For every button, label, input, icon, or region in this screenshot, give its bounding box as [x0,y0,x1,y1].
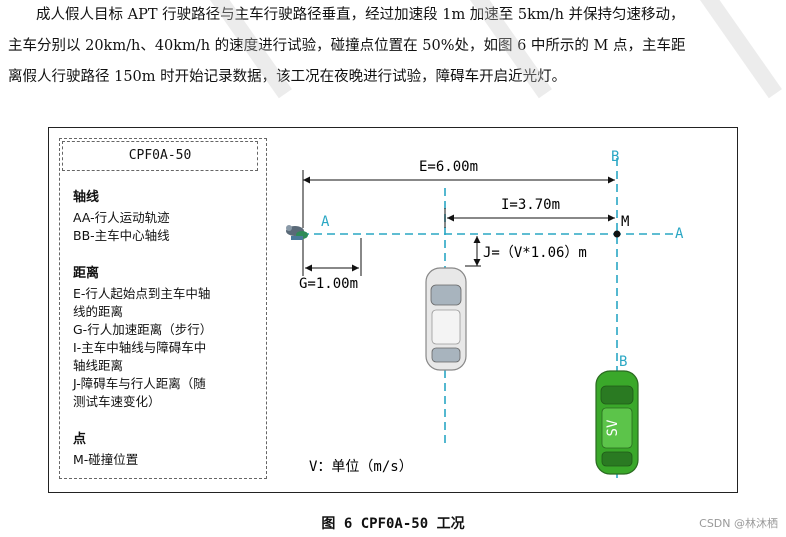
figure-caption: 图 6 CPF0A-50 工况 [321,516,465,532]
legend-panel: CPF0A-50 轴线 AA-行人运动轨迹 BB-主车中心轴线 距离 E-行人起… [59,138,267,479]
obstacle-car-icon [425,267,467,371]
g-label: G=1.00m [299,276,358,292]
legend-e-line2: 线的距离 [73,304,124,319]
collision-point [613,230,621,238]
paragraph-line-3: 离假人行驶路径 150m 时开始记录数据，该工况在夜晚进行试验，障碍车开启近光灯… [8,69,567,85]
intro-paragraph: 成人假人目标 APT 行驶路径与主车行驶路径垂直，经过加速段 1m 加速至 5k… [8,0,780,93]
unit-note: V：单位（m/s） [309,459,413,475]
legend-axes-heading: 轴线 [73,190,100,205]
figure-title: CPF0A-50 [62,141,258,171]
legend-point-heading: 点 [73,432,87,447]
subject-vehicle-icon: SV [595,370,639,475]
paragraph-line-2: 主车分别以 20km/h、40km/h 的速度进行试验，碰撞点位置在 50%处，… [8,38,686,54]
a-right-label: A [675,226,684,242]
scenario-diagram: E=6.00m I=3.70m G=1.00m J=（V*1.06）m A A … [286,149,684,478]
legend-j-line1: J-障碍车与行人距离（随 [73,376,206,391]
paragraph-line-1: 成人假人目标 APT 行驶路径与主车行驶路径垂直，经过加速段 1m 加速至 5k… [36,7,685,23]
e-label: E=6.00m [419,159,478,175]
legend-i-line2: 轴线距离 [73,358,124,373]
legend-g: G-行人加速距离（步行） [73,322,213,337]
legend-i-line1: I-主车中轴线与障碍车中 [73,340,207,355]
b-top-label: B [611,149,619,165]
legend-e-line1: E-行人起始点到主车中轴 [73,286,211,301]
sv-label: SV [605,419,621,436]
m-label: M [621,214,629,230]
pedestrian-dummy-icon [286,225,308,240]
legend-j-line2: 测试车速变化） [73,394,161,409]
credit-watermark: CSDN @林沐栖 [699,517,778,530]
legend-m: M-碰撞位置 [73,452,139,467]
j-label: J=（V*1.06）m [483,245,587,261]
scenario-figure: CPF0A-50 轴线 AA-行人运动轨迹 BB-主车中心轴线 距离 E-行人起… [48,127,738,493]
i-label: I=3.70m [501,197,560,213]
legend-aa: AA-行人运动轨迹 [73,210,170,225]
legend-distance-heading: 距离 [73,266,100,281]
a-left-label: A [321,214,330,230]
legend-bb: BB-主车中心轴线 [73,228,170,243]
b-mid-label: B [619,354,627,370]
